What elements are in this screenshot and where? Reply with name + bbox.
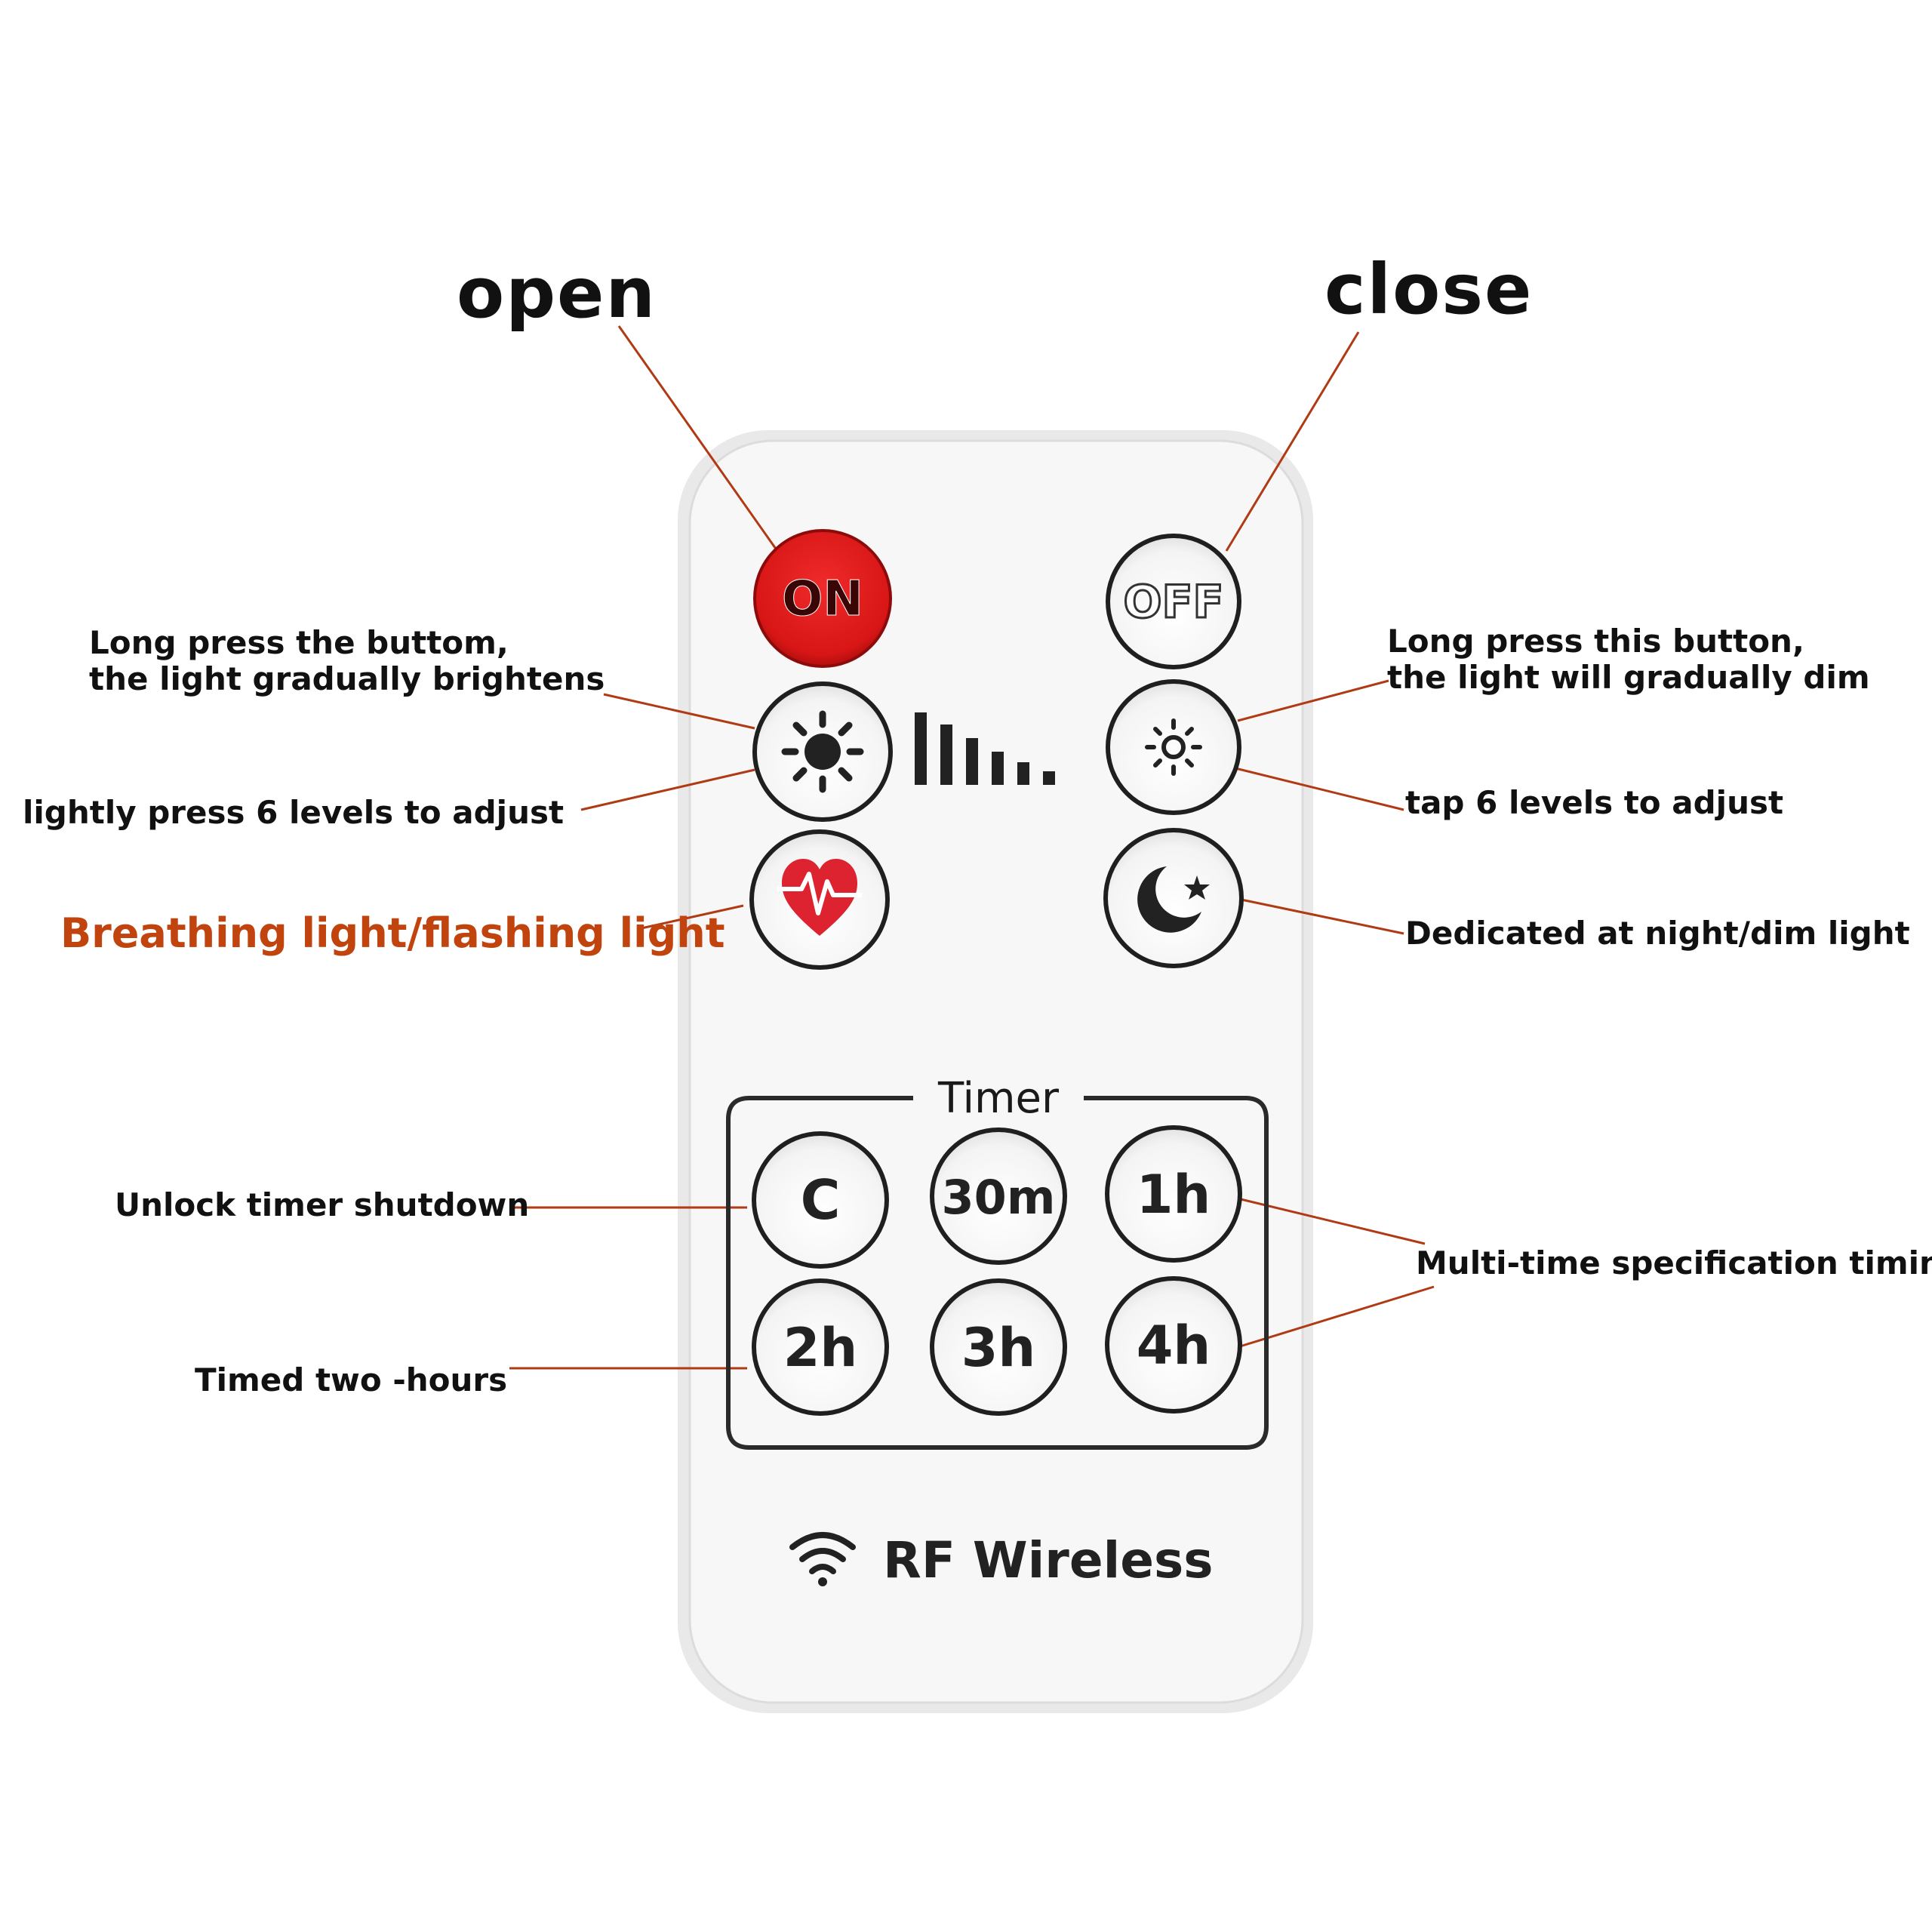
timed-two-note: Timed two -hours [195, 1361, 508, 1398]
timer-button-label: C [801, 1168, 841, 1232]
timer-button-label: 4h [1137, 1315, 1211, 1377]
dim-note-line2: the light will gradually dim [1387, 659, 1870, 696]
night-note: Dedicated at night/dim light [1405, 915, 1910, 952]
close-label: close [1324, 249, 1534, 330]
multi-time-note: Multi-time specification timing [1416, 1244, 1932, 1281]
brighten-note: Long press the buttom, the light gradual… [89, 625, 605, 697]
timer-1h-button[interactable]: 1h [1105, 1125, 1242, 1263]
brightness-up-button[interactable] [752, 681, 893, 822]
off-button[interactable]: OFF [1106, 534, 1241, 669]
timer-panel: Timer [726, 1074, 1269, 1450]
moon-star-icon [1137, 866, 1210, 933]
timer-3h-button[interactable]: 3h [930, 1278, 1067, 1416]
on-button[interactable]: ON [753, 529, 892, 668]
off-button-label: OFF [1124, 576, 1224, 629]
breathing-light-button[interactable] [749, 829, 890, 970]
open-label: open [457, 253, 657, 334]
wifi-icon [789, 1532, 856, 1586]
brand-label: RF Wireless [883, 1531, 1214, 1589]
timer-30m-button[interactable]: 30m [930, 1128, 1067, 1265]
on-button-label: ON [782, 571, 863, 627]
timer-button-label: 3h [961, 1317, 1036, 1379]
breathing-note: Breathing light/flashing light [60, 909, 725, 957]
unlock-timer-note: Unlock timer shutdown [115, 1186, 530, 1223]
leader-lines [509, 325, 1435, 1370]
dim-note: Long press this button, the light will g… [1387, 623, 1870, 696]
small-sun-icon [1145, 718, 1202, 776]
sun-icon [781, 710, 864, 793]
brighten-note-line2: the light gradually brightens [89, 660, 605, 697]
timer-2h-button[interactable]: 2h [752, 1278, 889, 1416]
dim-note-line1: Long press this button, [1387, 623, 1804, 660]
timer-button-label: 30m [942, 1170, 1056, 1225]
timer-title: Timer [937, 1074, 1060, 1123]
brighten-note-line1: Long press the buttom, [89, 624, 509, 661]
tap-levels-note: tap 6 levels to adjust [1405, 784, 1784, 821]
timer-4h-button[interactable]: 4h [1105, 1276, 1242, 1414]
timer-button-label: 1h [1137, 1164, 1211, 1226]
level-bars-icon [915, 712, 1055, 785]
timer-cancel-button[interactable]: C [752, 1131, 889, 1269]
heartbeat-icon [777, 859, 862, 936]
brightness-down-button[interactable] [1106, 679, 1241, 815]
lightly-press-note: lightly press 6 levels to adjust [23, 794, 565, 831]
night-mode-button[interactable] [1103, 828, 1244, 968]
timer-button-label: 2h [783, 1317, 858, 1379]
